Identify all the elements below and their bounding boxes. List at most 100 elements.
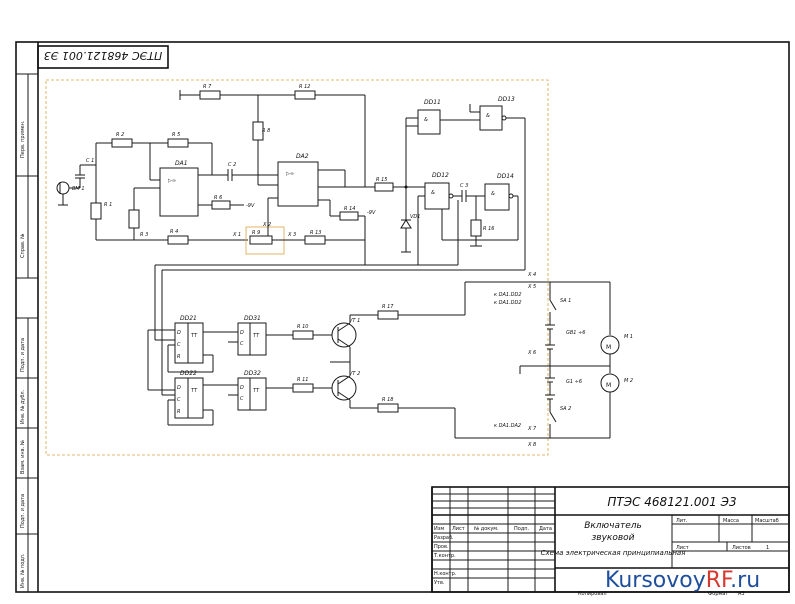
resistor-r18 — [377, 403, 399, 413]
role-ncontrol: Н.контр. — [434, 571, 457, 577]
resistor-r15 — [374, 182, 394, 192]
label-c1: C 1 — [86, 158, 94, 164]
label-r3: R 3 — [140, 232, 148, 238]
gate-dd11 — [417, 109, 441, 135]
label-vd1: VD1 — [410, 214, 420, 220]
strip-label-2: Справ. № — [20, 233, 26, 258]
resistor-r12 — [294, 90, 316, 100]
label-dd14: DD14 — [497, 173, 514, 180]
strip-label-6: Подп. и дата — [20, 494, 26, 528]
dd22-pin-d: D — [177, 385, 181, 391]
label-sa2: SA 2 — [560, 406, 571, 412]
flipflop-dd31 — [237, 322, 267, 356]
da2-stage: R 7 R 12 R 8 DA2 ▷∞ R 14 -9V R 9 X 1 — [179, 84, 376, 255]
role-approver: Утв. — [434, 580, 445, 586]
resistor-r10 — [292, 330, 314, 340]
label-c2: C 2 — [228, 162, 236, 168]
flipflop-dd21 — [174, 322, 204, 364]
dd32-pin-c: C — [240, 396, 244, 402]
label-dd13: DD13 — [498, 96, 515, 103]
label-format: Формат — [708, 591, 728, 597]
svg-text:&: & — [491, 191, 495, 197]
resistor-r5 — [167, 138, 189, 148]
label-r1: R 1 — [104, 202, 112, 208]
note-top2: к DA1.DD2 — [494, 300, 522, 306]
label-x8: X 8 — [527, 442, 536, 448]
resistor-r13 — [304, 235, 326, 245]
dd21-pin-r: R — [177, 354, 180, 360]
label-x4: X 4 — [527, 272, 536, 278]
resistor-r3 — [128, 209, 140, 229]
dd22-pin-r: R — [177, 409, 180, 415]
outer-frame — [15, 41, 790, 593]
label-r2: R 2 — [116, 132, 124, 138]
label-r7: R 7 — [203, 84, 212, 90]
label-r17: R 17 — [382, 304, 394, 310]
label-x2: X 2 — [262, 222, 271, 228]
flipflop-stage: DD21 D C R TT DD22 D C R TT DD31 D C — [147, 315, 293, 426]
label-x6: X 6 — [527, 350, 536, 356]
label-r13: R 13 — [310, 230, 321, 236]
label-dd11: DD11 — [424, 99, 441, 106]
label-g1: G1 ÷6 — [566, 379, 582, 385]
label-r8: R 8 — [262, 128, 270, 134]
switch-sa2 — [549, 411, 557, 423]
col-sign: Подп. — [514, 526, 530, 532]
left-strip: Перв. примен. Справ. № Подп. и дата Инв.… — [15, 73, 39, 593]
resistor-r6 — [211, 200, 231, 210]
dd32-pin-d: D — [240, 385, 244, 391]
label-dd12: DD12 — [432, 172, 449, 179]
doc-code-rotated: ПТЭС 468121.001 Э3 — [44, 49, 163, 62]
label-m2: M 2 — [624, 378, 633, 384]
resistor-r2 — [111, 138, 133, 148]
label-minus9: -9V — [246, 203, 255, 209]
label-x1: X 1 — [232, 232, 241, 238]
watermark-text: KursovoyRF.ru — [605, 568, 760, 593]
dd22-tt: TT — [191, 388, 198, 394]
resistor-r-top — [377, 310, 399, 320]
gate-dd12 — [424, 182, 450, 210]
strip-label-4: Инв. № дубл. — [20, 389, 26, 424]
strip-label-7: Инв. № подл. — [20, 553, 26, 588]
title-code: ПТЭС 468121.001 Э3 — [607, 495, 736, 509]
resistor-r14 — [339, 211, 359, 221]
svg-text:&: & — [431, 190, 435, 196]
label-c3: C 3 — [460, 183, 468, 189]
watermark-prefix: Kursovoy — [605, 568, 706, 593]
watermark: KursovoyRF.ru — [605, 568, 760, 593]
potentiometer-r9 — [249, 235, 273, 245]
role-tcontrol: Т.контр. — [433, 553, 456, 559]
opamp-da1 — [159, 167, 199, 217]
col-izm: Изм — [434, 526, 444, 532]
label-m1: M 1 — [624, 334, 633, 340]
flipflop-dd32 — [237, 377, 267, 411]
label-dd31: DD31 — [244, 315, 261, 322]
doc-code-box: ПТЭС 468121.001 Э3 — [37, 45, 169, 69]
watermark-suffix: .ru — [730, 568, 760, 593]
da1-amp-symbol: ▷∞ — [168, 178, 176, 184]
gate-dd13 — [479, 105, 503, 131]
label-r12: R 12 — [299, 84, 310, 90]
dd31-tt: TT — [253, 333, 260, 339]
label-r5: R 5 — [172, 132, 180, 138]
label-dd22: DD22 — [180, 370, 197, 377]
label-gb1: GB1 ÷6 — [566, 330, 585, 336]
label-r18: R 18 — [382, 397, 393, 403]
resistor-r7 — [199, 90, 221, 100]
label-r10: R 10 — [297, 324, 308, 330]
label-minus9b: -9V — [367, 210, 376, 216]
input-stage: BM 1 C 1 R 1 R 2 R 5 DA1 ▷∞ C 2 R 3 — [56, 132, 258, 245]
col-doc: № докум. — [474, 526, 499, 532]
strip-label-5: Взам. инв. № — [20, 439, 26, 474]
col-mass: Масса — [723, 518, 739, 524]
dd32-tt: TT — [253, 388, 260, 394]
col-date: Дата — [539, 526, 552, 532]
resistor-r4 — [167, 235, 189, 245]
value-format: A3 — [738, 591, 745, 597]
dd31-pin-d: D — [240, 330, 244, 336]
svg-text:M: M — [606, 382, 611, 389]
label-r9: R 9 — [252, 230, 260, 236]
assembly-frame — [45, 79, 549, 456]
